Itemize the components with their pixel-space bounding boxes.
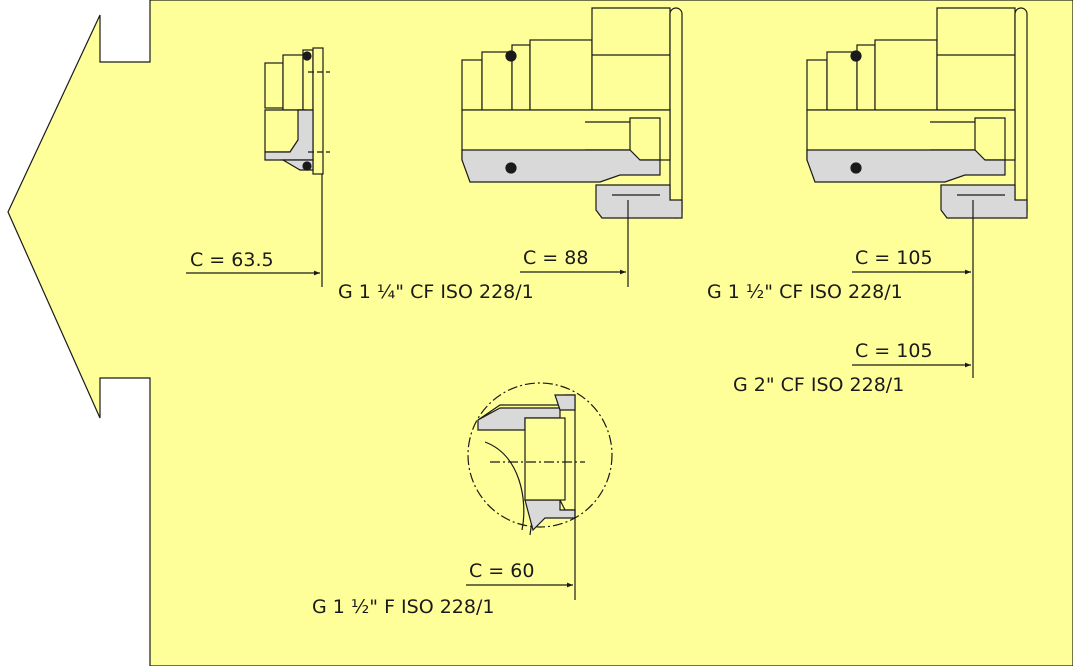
fitting-3-drawing (806, 7, 1028, 378)
thread-label-3b: G 2" CF ISO 228/1 (733, 374, 904, 396)
dimension-label-2: C = 88 (523, 247, 588, 269)
fitting-1-drawing (264, 47, 330, 287)
thread-label-2: G 1 ¼" CF ISO 228/1 (338, 281, 534, 303)
dimension-label-1: C = 63.5 (190, 249, 274, 271)
dimension-label-3b: C = 105 (855, 340, 933, 362)
dimension-label-4: C = 60 (469, 560, 534, 582)
thread-label-4: G 1 ½" F ISO 228/1 (312, 596, 494, 618)
background-panel (7, 0, 1073, 667)
fitting-2-drawing (461, 7, 683, 287)
fitting-4-drawing (467, 382, 613, 600)
thread-label-3: G 1 ½" CF ISO 228/1 (707, 281, 903, 303)
dimension-label-3: C = 105 (855, 247, 933, 269)
